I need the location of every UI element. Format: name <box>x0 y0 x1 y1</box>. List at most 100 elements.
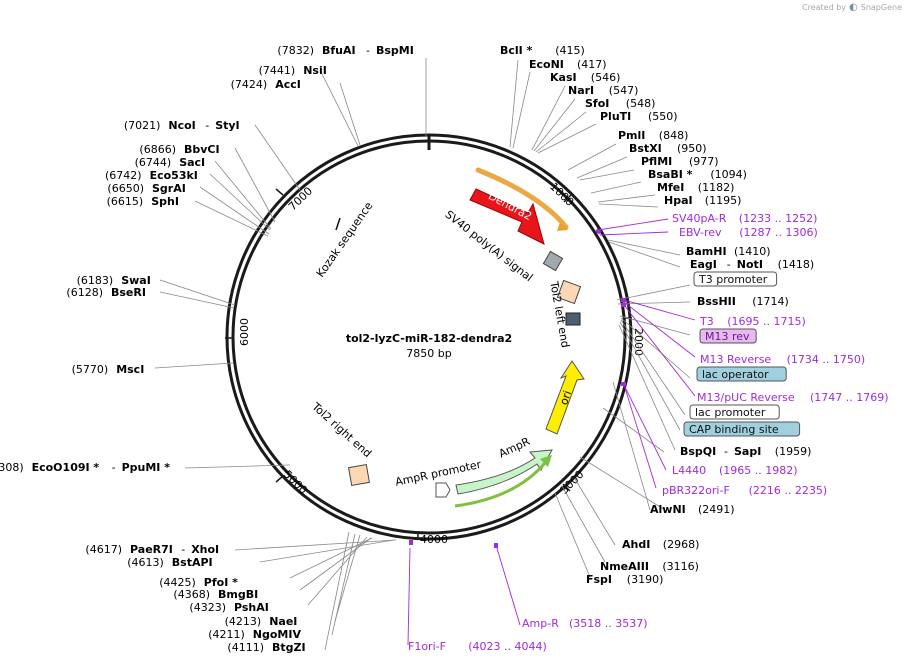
primer-range-m13-reverse: (1734 .. 1750) <box>787 353 866 366</box>
site-sep-bspqi-sapi: - <box>724 445 728 458</box>
ampr-arc <box>454 462 547 508</box>
feature-label-m13-rev: M13 rev <box>705 330 750 343</box>
site-pos-nsii: (7441) <box>259 64 296 77</box>
site-name-nsii: NsiI <box>303 64 327 77</box>
site-pos-pflmi: (977) <box>689 155 719 168</box>
site-pos-bsshii: (1714) <box>752 295 789 308</box>
site-name-ngomiv: NgoMIV <box>253 628 302 641</box>
primer-range-m13-puc-reverse: (1747 .. 1769) <box>810 391 889 404</box>
site-name-bcli: BclI * <box>500 44 533 57</box>
site-pos-ecoo109i-ppumi: (5308) <box>0 461 24 474</box>
site-pos-btgzi: (4111) <box>227 641 264 654</box>
site-name-nari: NarI <box>568 84 594 97</box>
dendra2-arrow <box>469 188 545 245</box>
leader-lines <box>154 58 691 651</box>
site-name-econi: EcoNI <box>529 58 564 71</box>
site-name-ncoi-styi-1: StyI <box>215 119 239 132</box>
feature-label-lac-promoter: lac promoter <box>695 406 766 419</box>
site-pos-kasi: (546) <box>591 71 621 84</box>
primer-ticks <box>409 228 626 548</box>
ampr-arc-arrowhead <box>540 455 552 467</box>
primer-name-t3: T3 <box>699 315 714 328</box>
site-pos-ahdi: (2968) <box>663 538 700 551</box>
site-name-ecoo109i-ppumi: EcoO109I * <box>32 461 100 474</box>
site-pos-eagi-noti: (1418) <box>778 258 815 271</box>
tick-label-2000: 2000 <box>632 328 645 356</box>
site-pos-sfoi: (548) <box>626 97 656 110</box>
site-name-ecoo109i-ppumi-1: PpuMI * <box>122 461 171 474</box>
site-name-kasi: KasI <box>550 71 577 84</box>
site-pos-sphi: (6615) <box>107 195 144 208</box>
site-name-fspi: FspI <box>586 573 612 586</box>
site-name-paer7i-xhoi-1: XhoI <box>191 543 219 556</box>
site-pos-pluti: (550) <box>648 110 678 123</box>
site-name-bbvci: BbvCI <box>184 143 220 156</box>
primer-arc-arrow <box>475 167 569 230</box>
primer-name-pbr322ori-f: pBR322ori-F <box>662 484 730 497</box>
feature-box-m13-rev <box>699 328 757 344</box>
primer-name-ebv-rev: EBV-rev <box>679 226 722 239</box>
ampr-label: AmpR <box>497 435 533 461</box>
site-pos-nmeaiii: (3116) <box>662 560 699 573</box>
tol2-left-feature-box <box>556 279 582 305</box>
site-name-bspqi-sapi: BspQI <box>680 445 716 458</box>
site-name-btgzi: BtgZI <box>272 641 306 654</box>
site-pos-bcli: (415) <box>555 44 585 57</box>
site-name-alwni: AlwNI <box>650 503 686 516</box>
primer-name-m13-reverse: M13 Reverse <box>700 353 771 366</box>
site-pos-acci: (7424) <box>231 78 268 91</box>
site-pos-saci: (6744) <box>135 156 172 169</box>
primer-name-amp-r: Amp-R <box>522 617 559 630</box>
site-pos-msci: (5770) <box>72 363 109 376</box>
site-name-pflmi: PflMI <box>641 155 672 168</box>
site-name-bstxi: BstXI <box>629 142 662 155</box>
site-name-naei: NaeI <box>269 615 297 628</box>
site-pos-bfuai-bspmi: (7832) <box>277 44 314 57</box>
site-name-hpai: HpaI <box>664 194 693 207</box>
site-pos-bbvci: (6866) <box>139 143 176 156</box>
site-name-eagi-noti: EagI <box>690 258 717 271</box>
site-pos-swai: (6183) <box>77 274 114 287</box>
site-name-sphi: SphI <box>151 195 179 208</box>
site-name-bsshii: BssHII <box>697 295 736 308</box>
credit-prefix: Created by <box>802 3 847 12</box>
primer-arc-arrowhead <box>557 222 568 231</box>
tick-label-6000: 6000 <box>238 318 251 346</box>
site-pos-econi: (417) <box>577 58 607 71</box>
site-pos-bstapi: (4613) <box>127 556 164 569</box>
site-pos-ngomiv: (4211) <box>208 628 245 641</box>
backbone-outer-ring <box>225 133 633 541</box>
site-sep-paer7i-xhoi: - <box>181 543 185 556</box>
site-pos-bmgbi: (4368) <box>173 588 210 601</box>
site-name-bseri: BseRI <box>111 286 146 299</box>
site-pos-bseri: (6128) <box>66 286 103 299</box>
site-pos-eco53ki: (6742) <box>105 169 142 182</box>
feature-box-cap-binding-site <box>683 421 801 437</box>
site-name-saci: SacI <box>179 156 205 169</box>
ori-arrow <box>545 360 585 435</box>
feature-box-t3-promoter <box>693 271 778 287</box>
site-sep-ecoo109i-ppumi: - <box>112 461 116 474</box>
site-name-sgrai: SgrAI <box>152 182 186 195</box>
feature-box-lac-operator <box>696 366 787 382</box>
ori-label: ori <box>557 389 574 407</box>
sv40-feature-box <box>542 250 564 272</box>
kozak-mark <box>335 217 341 231</box>
primer-range-sv40pa-r: (1233 .. 1252) <box>739 212 818 225</box>
site-pos-hpai: (1195) <box>705 194 742 207</box>
site-sep-bfuai-bspmi: - <box>366 44 370 57</box>
site-pos-bstxi: (950) <box>677 142 707 155</box>
site-name-bspqi-sapi-1: SapI <box>734 445 761 458</box>
primer-name-f1ori-f: F1ori-F <box>408 640 446 653</box>
feature-label-t3-promoter: T3 promoter <box>698 273 768 286</box>
kozak-label: Kozak sequence <box>314 199 376 279</box>
tol2-right-label: Tol2 right end <box>309 400 374 461</box>
primer-range-ebv-rev: (1287 .. 1306) <box>739 226 818 239</box>
site-name-mfei: MfeI <box>657 181 684 194</box>
primer-name-m13-puc-reverse: M13/pUC Reverse <box>697 391 795 404</box>
site-pos-pmli: (848) <box>659 129 689 142</box>
site-name-msci: MscI <box>116 363 144 376</box>
site-name-bfuai-bspmi: BfuAI <box>322 44 356 57</box>
site-name-bmgbi: BmgBI <box>218 588 258 601</box>
